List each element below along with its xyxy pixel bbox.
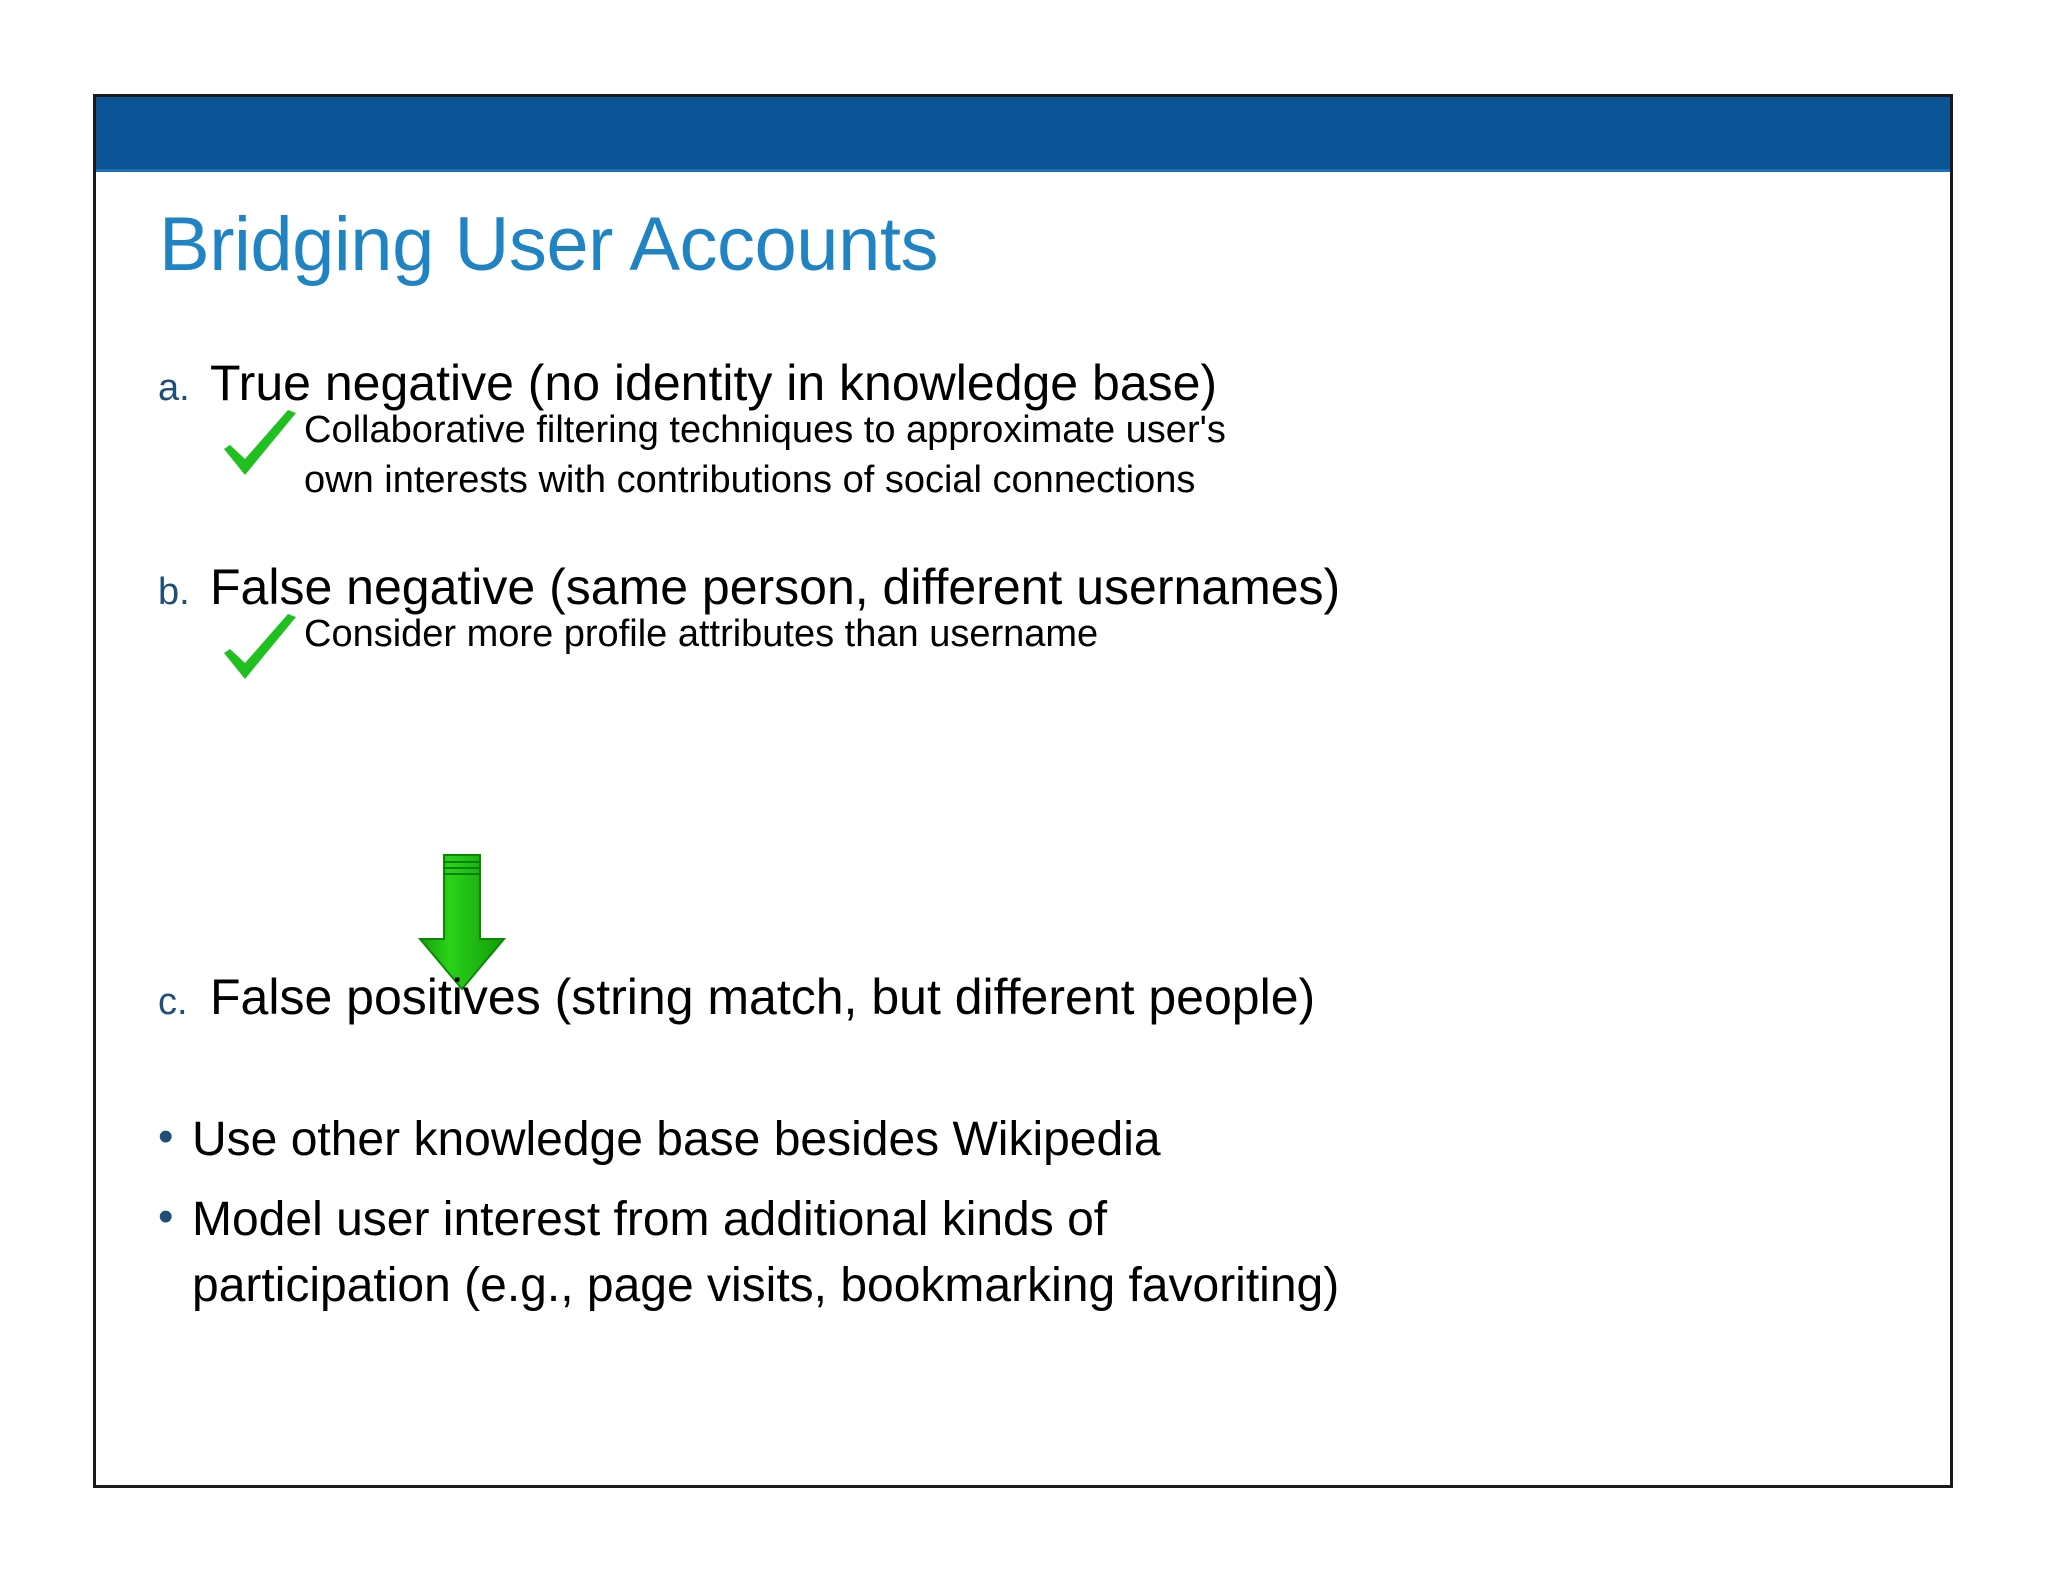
slide-header-accent-line [96, 169, 1950, 172]
bullet-item-1-label: Use other knowledge base besides Wikiped… [192, 1113, 1161, 1166]
list-marker-a: a. [158, 367, 190, 409]
sub-item-a-line1: Collaborative filtering techniques to ap… [304, 409, 1226, 451]
green-down-arrow-icon [417, 851, 510, 993]
bullet-item-2-label: Model user interest from additional kind… [192, 1193, 1340, 1312]
green-check-icon [218, 613, 304, 687]
slide-header-bar [96, 97, 1950, 169]
sub-item-b-text-block: Consider more profile attributes than us… [304, 609, 1098, 659]
sub-item-a: Collaborative filtering techniques to ap… [218, 405, 1226, 505]
list-item-a-label: True negative (no identity in knowledge … [210, 355, 1218, 411]
bullet-item-1: • Use other knowledge base besides Wikip… [154, 1107, 1161, 1173]
bullet-dot-icon: • [158, 1192, 174, 1241]
bullet-item-2: • Model user interest from additional ki… [154, 1187, 1372, 1319]
sub-item-b-line1: Consider more profile attributes than us… [304, 613, 1099, 655]
list-marker-b: b. [158, 571, 190, 613]
sub-item-a-text-block: Collaborative filtering techniques to ap… [304, 405, 1226, 505]
green-check-icon [218, 409, 304, 483]
sub-item-a-line2: own interests with contributions of soci… [304, 459, 1196, 501]
sub-item-b: Consider more profile attributes than us… [218, 609, 1098, 687]
bullet-dot-icon: • [158, 1112, 174, 1161]
list-item-b-label: False negative (same person, different u… [210, 559, 1341, 615]
list-item-a: a. True negative (no identity in knowled… [158, 355, 1217, 411]
list-item-c: c. False positives (string match, but di… [158, 969, 1315, 1025]
page-title: Bridging User Accounts [159, 202, 938, 287]
list-item-b: b. False negative (same person, differen… [158, 559, 1340, 615]
slide-frame: Bridging User Accounts a. True negative … [93, 94, 1953, 1488]
slide-content: a. True negative (no identity in knowled… [96, 97, 1950, 1485]
list-marker-c: c. [158, 981, 188, 1023]
list-item-c-label: False positives (string match, but diffe… [210, 969, 1316, 1025]
